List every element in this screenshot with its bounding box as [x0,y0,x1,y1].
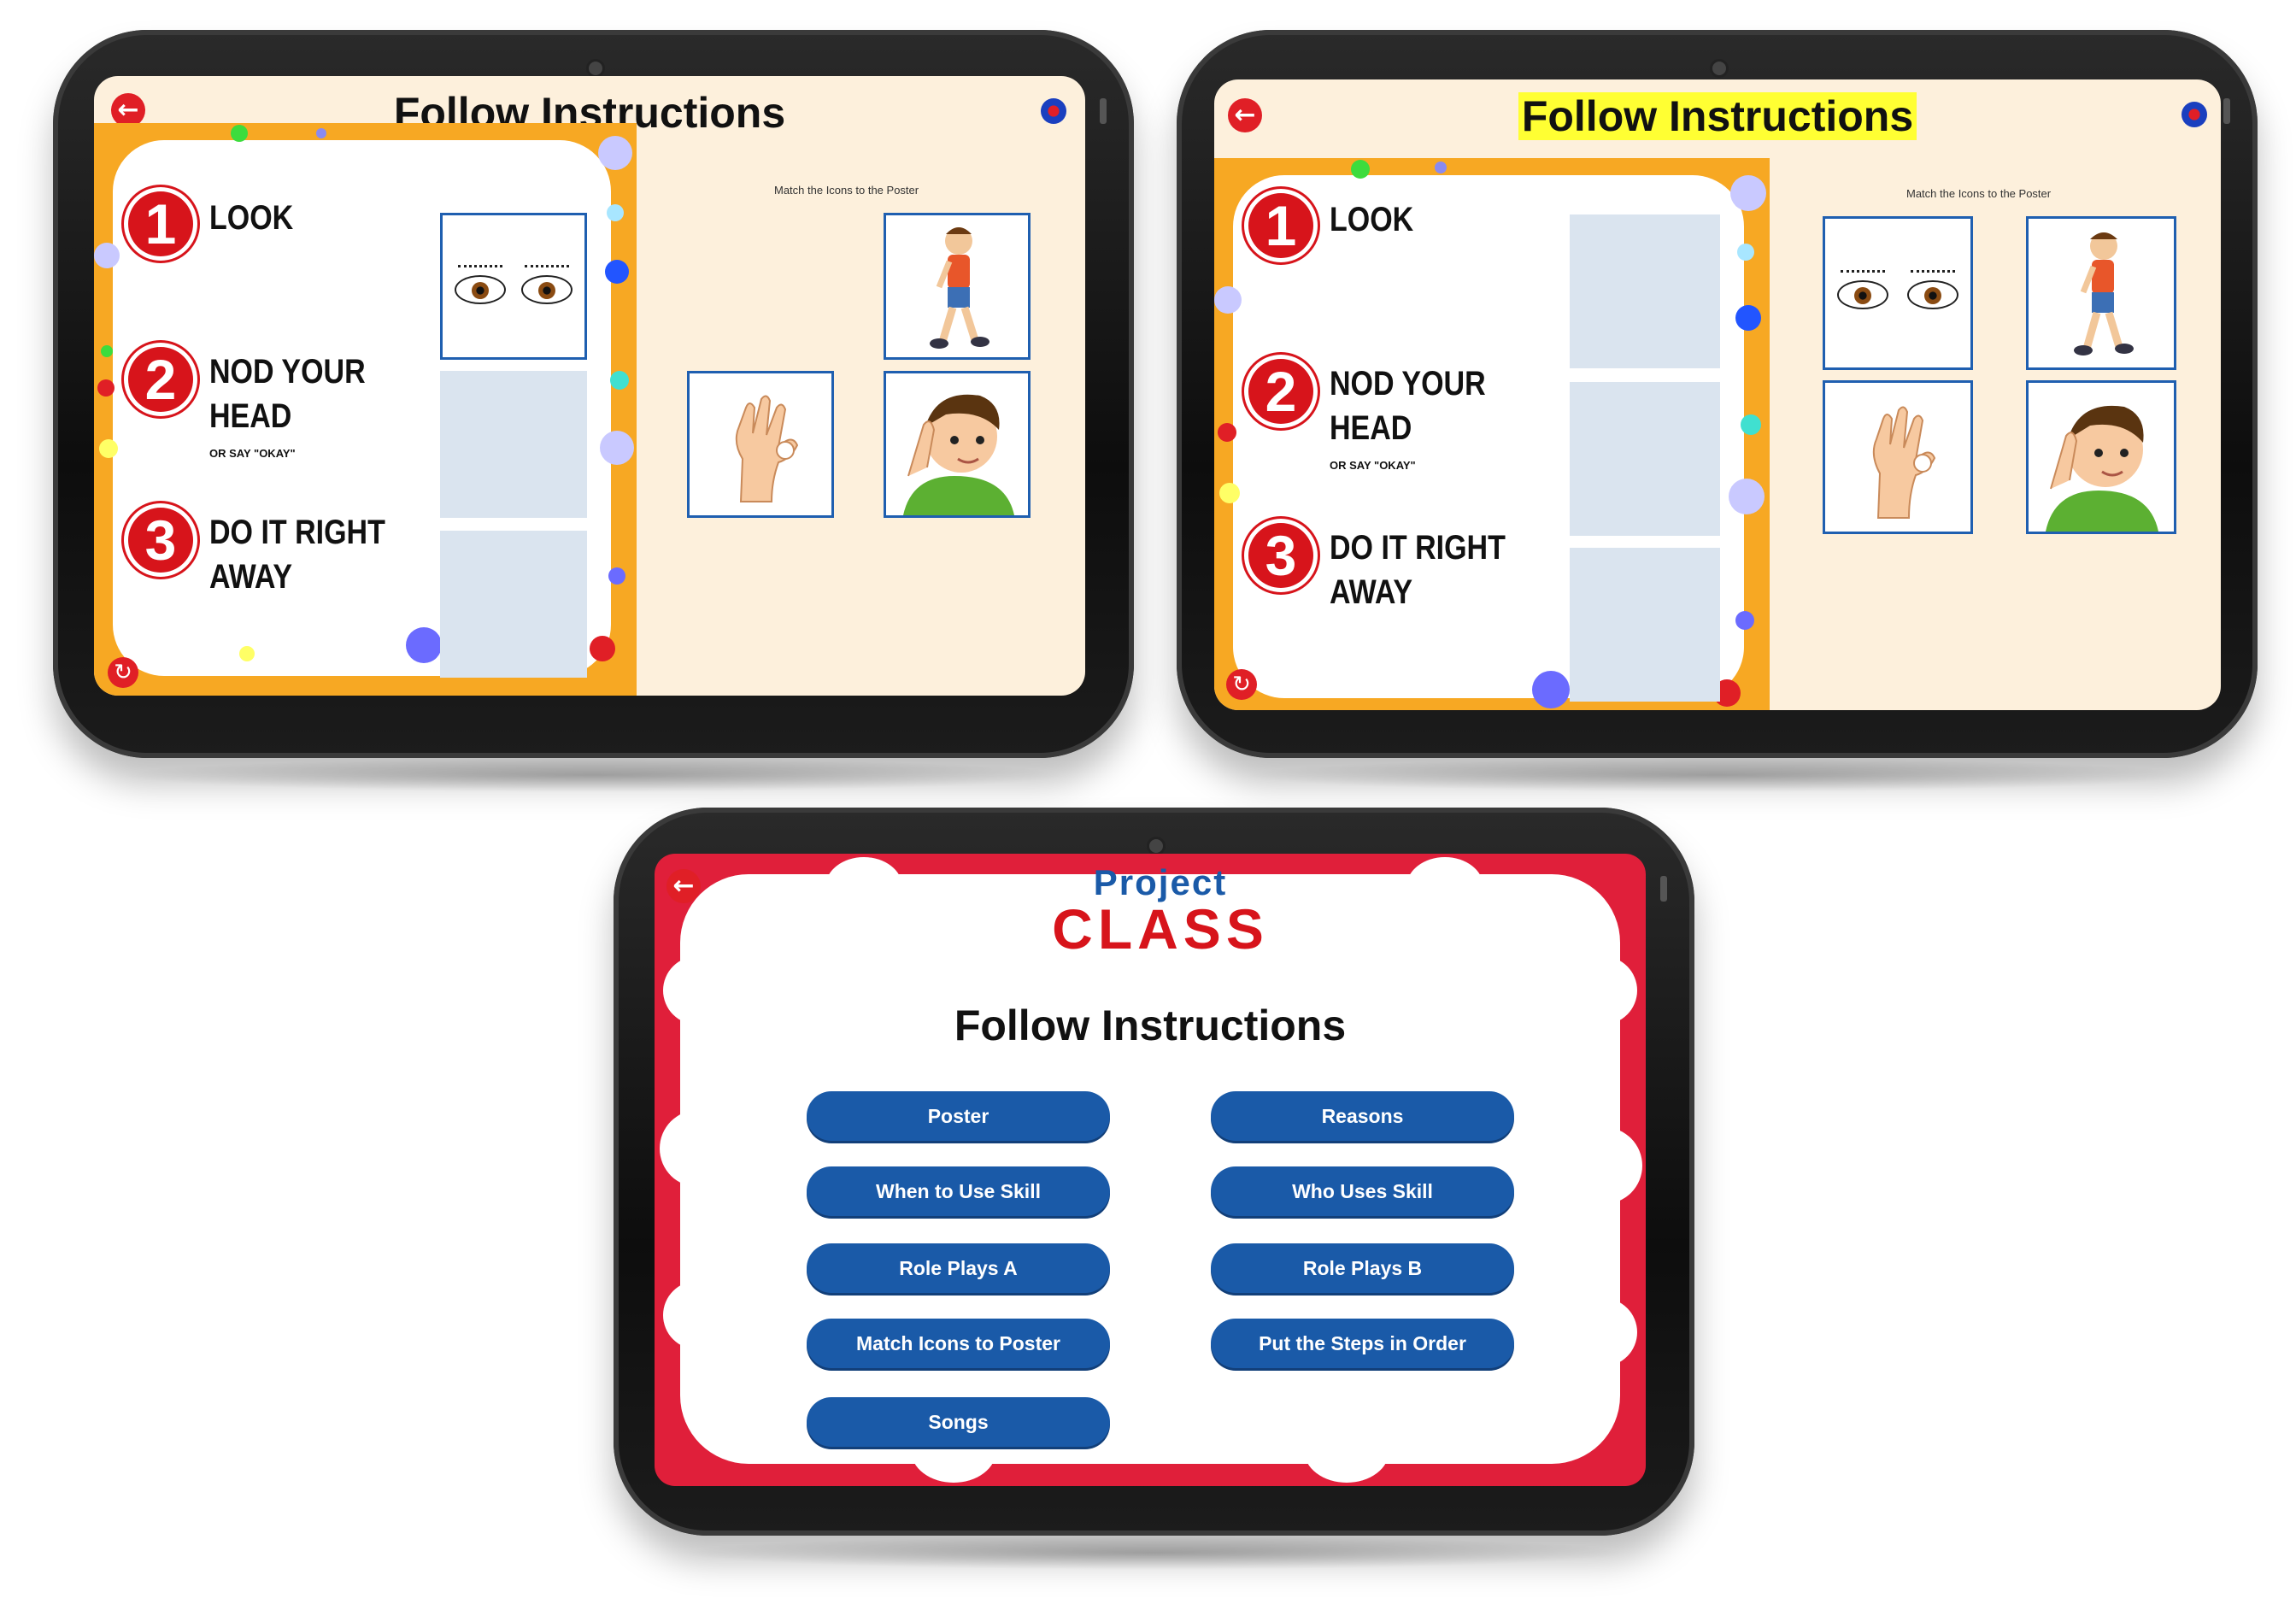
walking-boy-card[interactable] [2026,216,2176,370]
back-icon[interactable]: ← [1228,98,1262,132]
instruction-text: Match the Icons to the Poster [1906,187,2052,200]
role-plays-a-button[interactable]: Role Plays A [807,1243,1110,1293]
step-number: 3 [124,503,197,577]
step-label-line2: AWAY [1330,573,1413,611]
side-button [1100,98,1107,124]
who-uses-skill-button[interactable]: Who Uses Skill [1211,1166,1514,1216]
instruction-text: Match the Icons to the Poster [774,184,919,197]
logo-project: Project [1093,862,1228,902]
menu-title: Follow Instructions [954,1002,1347,1049]
settings-icon[interactable] [2181,102,2207,127]
step-number: 3 [1244,519,1318,592]
menu-screen: ← Project CLASS Follow Instructions Post… [655,854,1646,1486]
when-to-use-skill-button[interactable]: When to Use Skill [807,1166,1110,1216]
highlighted-title: Follow Instructions [1518,92,1917,140]
step-label-line2: HEAD [1330,409,1412,447]
step-number: 1 [1244,189,1318,262]
side-button [2223,98,2230,124]
lash-icon [1911,270,1955,281]
activity-screen-a: Follow Instructions ← ↻ 1 LOOK [94,76,1085,696]
page-title: Follow Instructions [1214,91,2221,141]
walking-boy-icon [2074,232,2134,355]
step-label-line1: DO IT RIGHT [1330,529,1506,567]
step-label-line1: NOD YOUR [209,353,366,391]
drop-slot-1[interactable] [1570,214,1720,368]
drop-slot-2[interactable] [1570,382,1720,536]
restart-icon[interactable]: ↻ [108,657,138,688]
ok-hand-card[interactable] [687,371,834,518]
camera-dot [1147,837,1166,855]
tablet-right: Follow Instructions ← ↻ 1 LOOK 2 NOD [1177,30,2258,792]
lash-icon [1841,270,1885,281]
tablet-bottom: ← Project CLASS Follow Instructions Post… [614,808,1694,1570]
put-steps-in-order-button[interactable]: Put the Steps in Order [1211,1319,1514,1368]
songs-button[interactable]: Songs [807,1397,1110,1447]
step-label-line2: HEAD [209,397,292,435]
eye-icon [455,275,506,304]
step-label-line2: AWAY [209,558,293,596]
eyes-card[interactable] [1823,216,1973,370]
step-label-line1: NOD YOUR [1330,365,1486,402]
eye-icon [1907,280,1958,309]
camera-dot [1710,59,1729,78]
drop-slot-2[interactable] [440,371,587,518]
listening-boy-card[interactable] [884,371,1031,518]
drop-slot-3[interactable] [1570,548,1720,702]
match-icons-button[interactable]: Match Icons to Poster [807,1319,1110,1368]
step-number: 2 [124,343,197,416]
ok-hand-icon [1872,406,1936,519]
walking-boy-icon [930,227,989,349]
camera-dot [586,59,605,78]
settings-icon[interactable] [1041,98,1066,124]
ok-hand-card[interactable] [1823,380,1973,534]
lash-icon [525,265,569,276]
step-label: LOOK [1330,201,1414,238]
step-sublabel: OR SAY "OKAY" [209,447,296,460]
drop-slot-1[interactable] [440,213,587,360]
back-icon[interactable]: ← [666,869,701,903]
ok-hand-icon [735,395,799,502]
restart-icon[interactable]: ↻ [1226,669,1257,700]
drop-slot-3[interactable] [440,531,587,678]
back-icon[interactable]: ← [111,93,145,127]
reasons-button[interactable]: Reasons [1211,1091,1514,1141]
step-number: 2 [1244,355,1318,428]
eye-icon [1837,280,1888,309]
eye-icon [521,275,573,304]
listening-boy-icon [903,394,1014,515]
tablet-left: Follow Instructions ← ↻ 1 LOOK [53,30,1134,792]
step-label: LOOK [209,199,294,237]
side-button [1660,876,1667,902]
activity-screen-b: Follow Instructions ← ↻ 1 LOOK 2 NOD [1214,79,2221,710]
walking-boy-card[interactable] [884,213,1031,360]
role-plays-b-button[interactable]: Role Plays B [1211,1243,1514,1293]
step-label-line1: DO IT RIGHT [209,514,385,551]
step-number: 1 [124,187,197,261]
lash-icon [458,265,502,276]
listening-boy-icon [2046,405,2158,532]
logo-class: CLASS [1052,897,1269,961]
poster-button[interactable]: Poster [807,1091,1110,1141]
step-sublabel: OR SAY "OKAY" [1330,459,1416,472]
listening-boy-card[interactable] [2026,380,2176,534]
